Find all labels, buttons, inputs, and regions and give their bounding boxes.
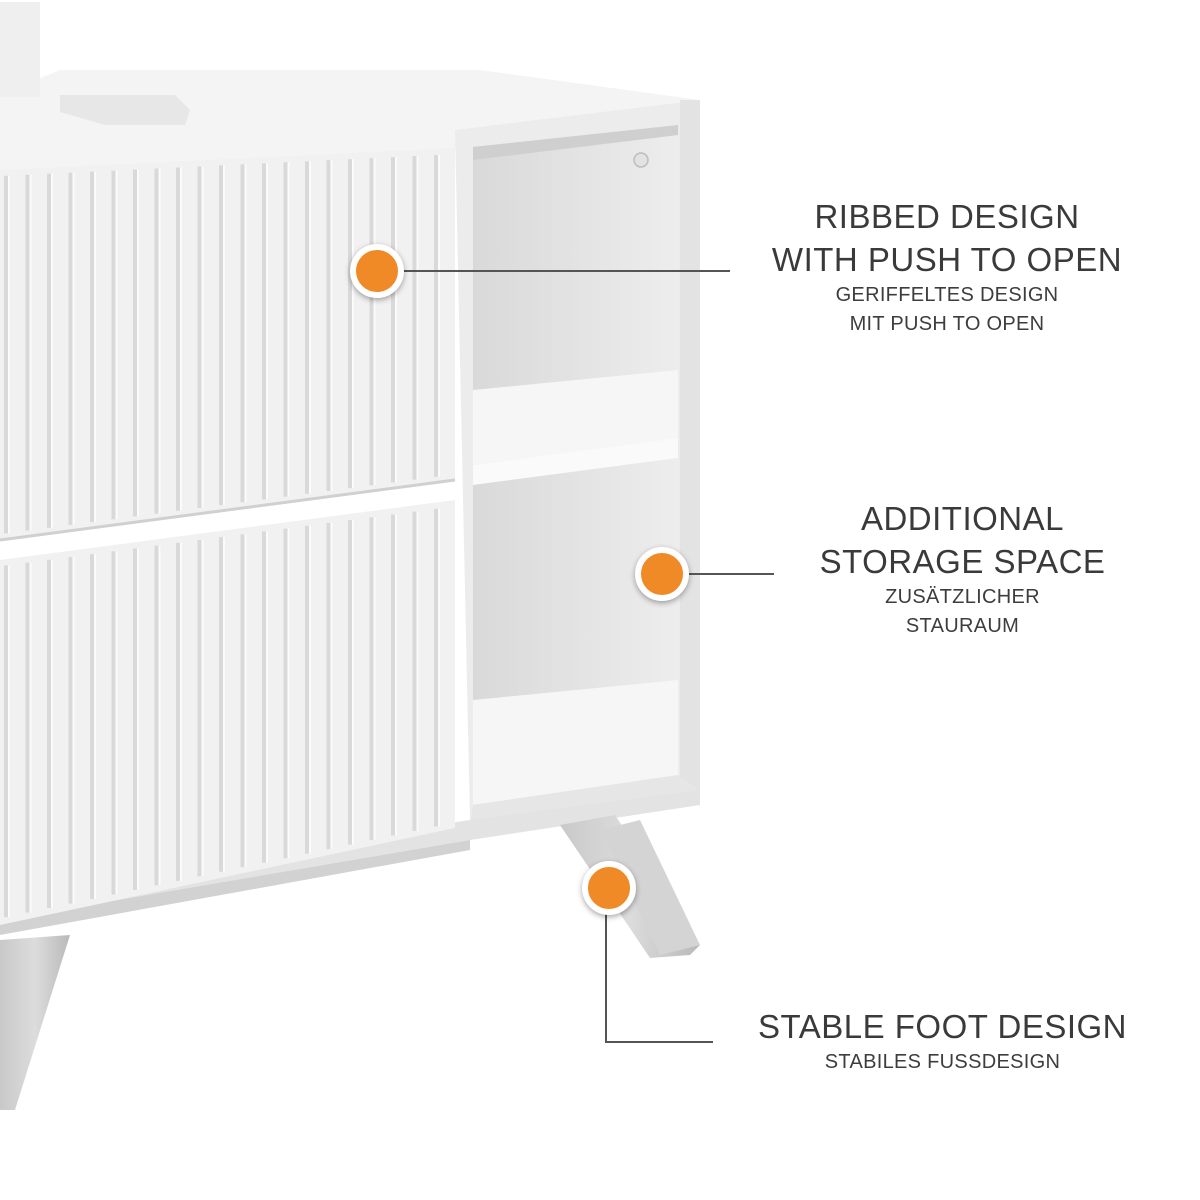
upper-drawer-ribs — [4, 155, 440, 534]
lower-drawer-ribs — [4, 508, 440, 918]
feature-label-ribbed: RIBBED DESIGN WITH PUSH TO OPEN GERIFFEL… — [752, 195, 1142, 339]
marker-storage-space — [635, 547, 689, 601]
front-left-leg — [0, 935, 70, 1110]
feature-title: STABLE FOOT DESIGN — [757, 1008, 1128, 1045]
feature-subtitle: ZUSÄTZLICHER STAURAUM — [885, 586, 1040, 637]
leader-line-ribbed — [400, 270, 730, 272]
upper-drawer-front — [0, 148, 455, 540]
feature-subtitle: STABILES FUSSDESIGN — [824, 1051, 1061, 1073]
leader-line-storage — [686, 573, 774, 575]
sink-cutout — [60, 95, 190, 125]
hinge-hole — [633, 152, 649, 168]
feature-title: ADDITIONAL STORAGE SPACE — [819, 500, 1106, 580]
feature-label-storage: ADDITIONAL STORAGE SPACE ZUSÄTZLICHER ST… — [790, 497, 1135, 641]
leader-line-foot-vertical — [605, 908, 607, 1043]
marker-ribbed-design — [350, 244, 404, 298]
feature-subtitle: GERIFFELTES DESIGN MIT PUSH TO OPEN — [835, 284, 1059, 335]
feature-label-foot: STABLE FOOT DESIGN STABILES FUSSDESIGN — [735, 1005, 1150, 1077]
marker-foot-design — [582, 861, 636, 915]
feature-title: RIBBED DESIGN WITH PUSH TO OPEN — [771, 198, 1123, 278]
leader-line-foot-horizontal — [605, 1041, 713, 1043]
